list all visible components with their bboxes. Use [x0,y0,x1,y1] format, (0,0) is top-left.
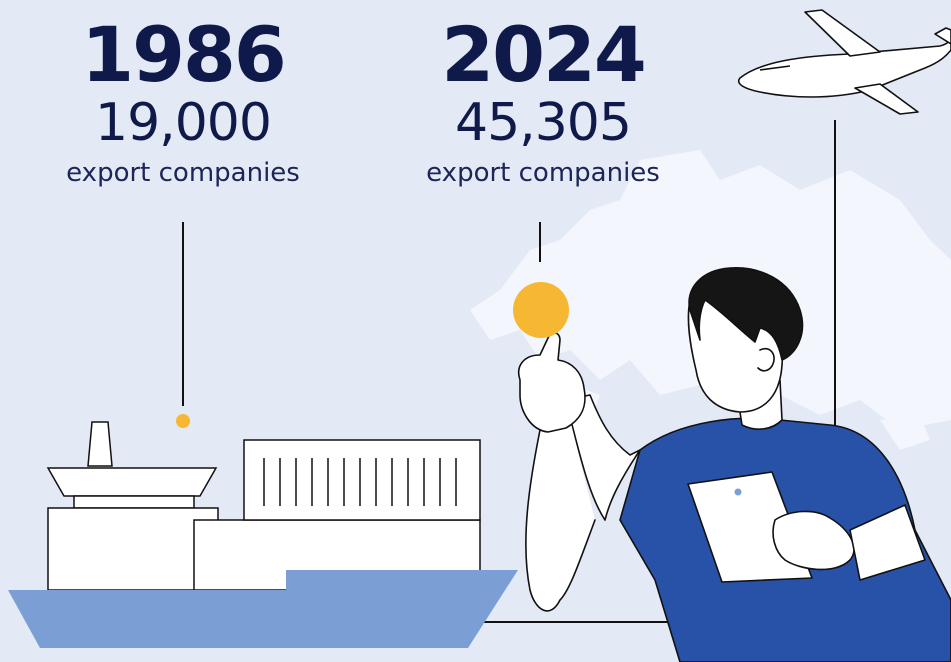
airplane-icon [738,9,951,115]
stat-unit: export companies [66,158,300,188]
stat-year: 2024 [441,10,647,99]
person-with-tablet-icon [518,267,951,662]
stat-2024: 2024 45,305 export companies [388,14,698,190]
stat-1986: 1986 19,000 export companies [28,14,338,190]
stat-unit: export companies [426,158,660,188]
stat-count: 45,305 [455,93,632,153]
accent-dot [513,282,569,338]
marker-dot [176,414,190,428]
cargo-ship-icon [8,421,518,648]
stat-count: 19,000 [95,93,272,153]
stat-year: 1986 [81,10,287,99]
